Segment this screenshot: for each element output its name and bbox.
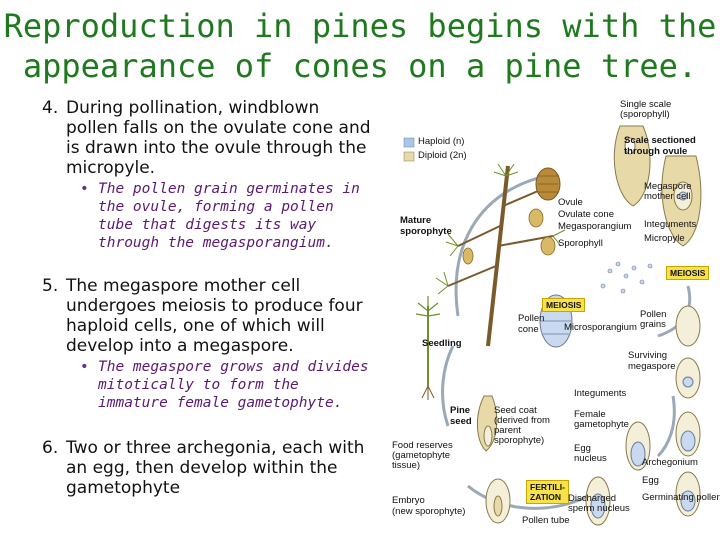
label-sperm-nucleus: sperm nucleus <box>568 503 630 514</box>
label-pollen-tube: Pollen tube <box>522 515 570 526</box>
label-microsporangium: Microsporangium <box>564 322 637 333</box>
sub-bullet-text: The pollen grain germinates in the ovule… <box>98 181 360 251</box>
seedling-icon <box>415 296 441 400</box>
label-embryo: Embryo <box>392 495 425 506</box>
label-pine: Pine <box>450 405 471 416</box>
cycle-arrows <box>441 176 692 510</box>
label-egg-nucleus-2: nucleus <box>574 453 607 464</box>
legend-diploid: Diploid (2n) <box>418 150 467 161</box>
haploid-swatch <box>403 137 415 148</box>
item-text: During pollination, windblown pollen fal… <box>66 98 371 178</box>
label-female: Female <box>574 409 606 420</box>
item-number: 6. <box>42 438 59 458</box>
pollen-grains-icon <box>600 261 653 294</box>
label-megaspore-2: megaspore <box>628 361 676 372</box>
label-discharged: Discharged <box>568 493 617 504</box>
label-pollen-grains-1: Pollen <box>640 309 667 320</box>
label-sporophyll-top: (sporophyll) <box>620 109 670 120</box>
label-sporophyll: Sporophyll <box>558 238 603 249</box>
label-pollen-grains-2: grains <box>640 319 666 330</box>
label-gametophyte: gametophyte <box>574 419 629 430</box>
label-megasporangium: Megasporangium <box>558 221 632 232</box>
label-mature: Mature <box>400 215 432 226</box>
label-seed-coat-2: (derived from <box>494 415 550 426</box>
item-number: 4. <box>42 98 59 118</box>
title-line-1: Reproduction in pines begins with the <box>3 7 717 45</box>
label-food-gam: (gametophyte <box>392 450 451 461</box>
list-item-5: 5. The megaspore mother cell undergoes m… <box>42 276 372 356</box>
single-scale-icon <box>613 125 651 207</box>
label-integuments-mid: Integuments <box>574 388 627 399</box>
sub-bullet-text: The megaspore grows and divides mitotica… <box>98 359 369 411</box>
fert-line-1: FERTILI- <box>530 482 565 492</box>
bullet-icon: • <box>80 359 89 375</box>
label-ovule: Ovule <box>558 197 583 208</box>
meiosis-badge-left: MEIOSIS <box>542 298 586 312</box>
sub-bullet-5: • The megaspore grows and divides mitoti… <box>42 358 372 412</box>
label-scale-sectioned: Scale sectioned <box>624 135 696 146</box>
list-item-6: 6. Two or three archegonia, each with an… <box>42 438 372 498</box>
ovule-series-icons <box>675 305 701 517</box>
label-egg-nucleus-1: Egg <box>574 443 591 454</box>
bullet-icon: • <box>80 181 89 197</box>
item-text: The megaspore mother cell undergoes meio… <box>66 276 363 356</box>
label-pollen: Pollen <box>518 313 545 324</box>
item-number: 5. <box>42 276 59 296</box>
label-surviving: Surviving <box>628 350 668 361</box>
label-mother-cell: mother cell <box>644 191 691 202</box>
label-ovulate-cone: Ovulate cone <box>558 209 614 220</box>
label-micropyle: Micropyle <box>644 233 685 244</box>
pine-tree-icon <box>435 163 566 347</box>
label-archegonium: Archegonium <box>642 457 698 468</box>
pine-life-cycle-diagram: Haploid (n) Diploid (2n) Single scale (s… <box>388 96 720 536</box>
label-egg: Egg <box>642 475 659 486</box>
fertilization-badge: FERTILI- ZATION <box>526 480 569 504</box>
label-food-reserves: Food reserves <box>392 440 453 451</box>
body-text: 4. During pollination, windblown pollen … <box>42 98 372 498</box>
label-food-tissue: tissue) <box>392 460 420 471</box>
title-line-2: appearance of cones on a pine tree. <box>22 47 698 85</box>
item-text: Two or three archegonia, each with an eg… <box>66 438 365 498</box>
label-megaspore: Megaspore <box>644 181 692 192</box>
label-new-sporophyte: (new sporophyte) <box>392 506 466 517</box>
fertilization-ovules <box>485 421 651 526</box>
label-through-ovule: through ovule <box>624 146 688 157</box>
label-seed-coat-1: Seed coat <box>494 405 537 416</box>
label-seed: seed <box>450 416 472 427</box>
fert-line-2: ZATION <box>530 492 562 502</box>
label-integuments-top: Integuments <box>644 219 697 230</box>
legend-haploid: Haploid (n) <box>418 136 465 147</box>
pine-seed-icon <box>477 395 498 452</box>
diploid-swatch <box>403 151 415 162</box>
label-seed-coat-4: sporophyte) <box>494 435 545 446</box>
label-seed-coat-3: parent <box>494 425 521 436</box>
list-item-4: 4. During pollination, windblown pollen … <box>42 98 372 178</box>
label-sporophyte: sporophyte <box>400 226 452 237</box>
scale-section-icon <box>661 155 702 247</box>
label-germinating-pollen: Germinating pollen <box>642 492 720 503</box>
slide-title: Reproduction in pines begins with the ap… <box>0 6 720 86</box>
meiosis-badge-right: MEIOSIS <box>666 266 710 280</box>
label-cone: cone <box>518 324 539 335</box>
label-seedling: Seedling <box>422 338 462 349</box>
label-single-scale: Single scale <box>620 99 672 110</box>
sub-bullet-4: • The pollen grain germinates in the ovu… <box>42 180 372 252</box>
diagram-artwork <box>403 125 702 526</box>
